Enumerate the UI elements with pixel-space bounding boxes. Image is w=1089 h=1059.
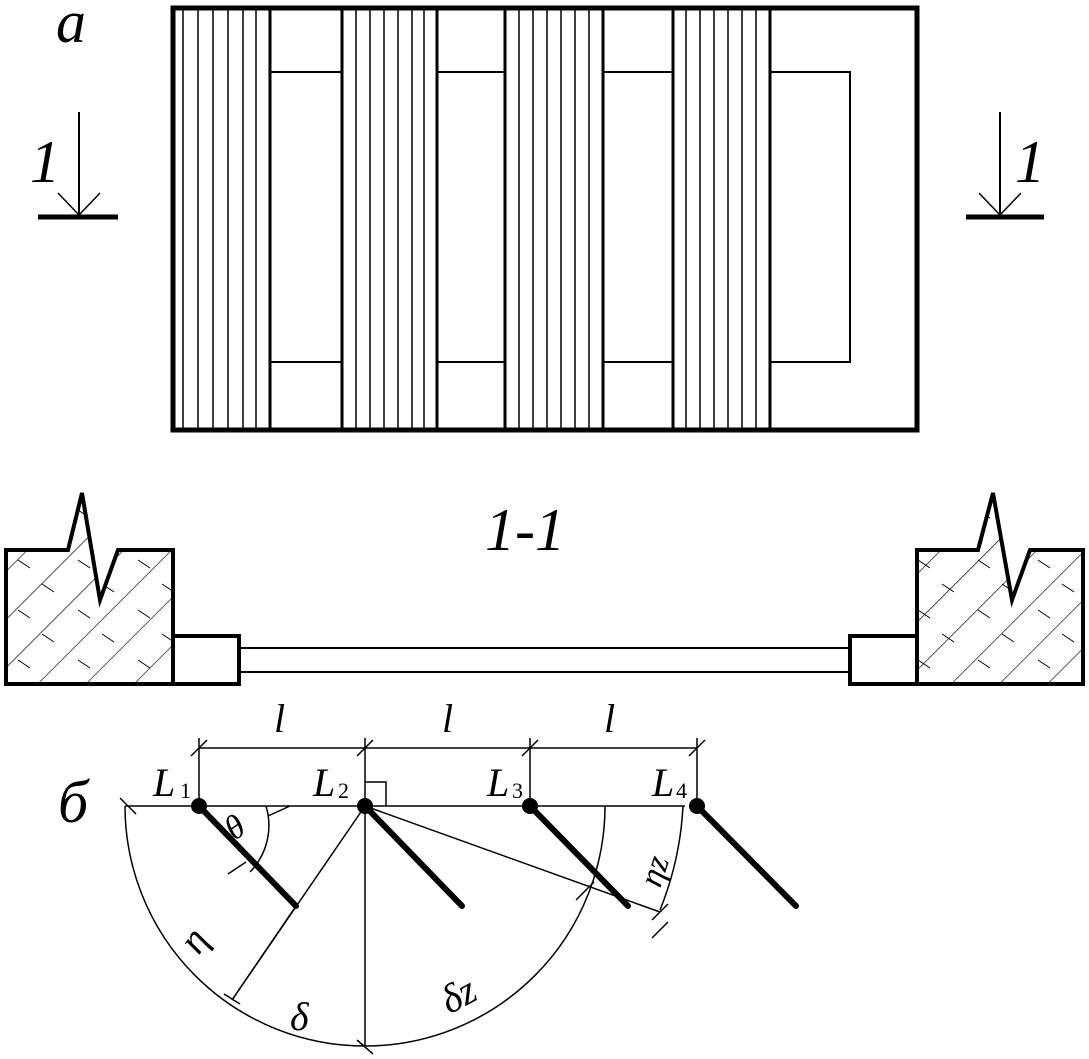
- section-marker-right: [966, 112, 1044, 220]
- pile-label-1: L 1: [152, 760, 191, 805]
- geometry-view: б l l l: [58, 696, 799, 1055]
- eta-z-label: ηz: [633, 851, 677, 891]
- panel-a-label: а: [56, 0, 86, 55]
- svg-text:3: 3: [512, 778, 523, 803]
- section-marker-left-label: 1: [30, 129, 60, 195]
- abutment-left: [4, 492, 175, 686]
- spacing-label-1: l: [274, 696, 285, 741]
- delta-z-label: δz: [432, 967, 484, 1023]
- arc-eta-z: [659, 805, 684, 911]
- svg-text:L: L: [486, 760, 509, 805]
- svg-text:4: 4: [676, 778, 687, 803]
- pile-label-2: L 2: [312, 760, 349, 805]
- dimension-spacing: [190, 738, 706, 805]
- svg-text:L: L: [152, 760, 175, 805]
- slat-group-1: [182, 8, 272, 430]
- slat-group-3: [503, 8, 605, 430]
- abutment-right: [915, 492, 1085, 686]
- pile-label-4: L 4: [651, 760, 687, 805]
- svg-text:L: L: [312, 760, 335, 805]
- pile-bars: [196, 803, 799, 909]
- plan-view: а 1 1: [30, 0, 1045, 433]
- bearing-left: [171, 634, 241, 686]
- construction-lines: [223, 805, 669, 1055]
- plan-frame: [170, 5, 920, 433]
- svg-text:L: L: [651, 760, 674, 805]
- right-angle-mark: [365, 781, 387, 806]
- spacing-label-2: l: [442, 696, 453, 741]
- bay-outlines: [270, 71, 851, 363]
- slat-group-2: [340, 8, 439, 430]
- section-marker-right-label: 1: [1015, 129, 1045, 195]
- bearing-right: [848, 634, 919, 686]
- panel-b-label: б: [58, 769, 90, 835]
- delta-label: δ: [290, 994, 310, 1039]
- section-view: 1-1: [4, 492, 1085, 686]
- slat-group-4: [671, 8, 772, 430]
- baseline-tick: [119, 797, 137, 815]
- deck: [239, 647, 850, 673]
- section-title: 1-1: [485, 497, 565, 563]
- svg-text:1: 1: [180, 778, 191, 803]
- pile-label-3: L 3: [486, 760, 523, 805]
- svg-text:2: 2: [338, 778, 349, 803]
- pile-heads: [191, 798, 705, 814]
- spacing-label-3: l: [604, 696, 615, 741]
- section-marker-left: [38, 112, 118, 220]
